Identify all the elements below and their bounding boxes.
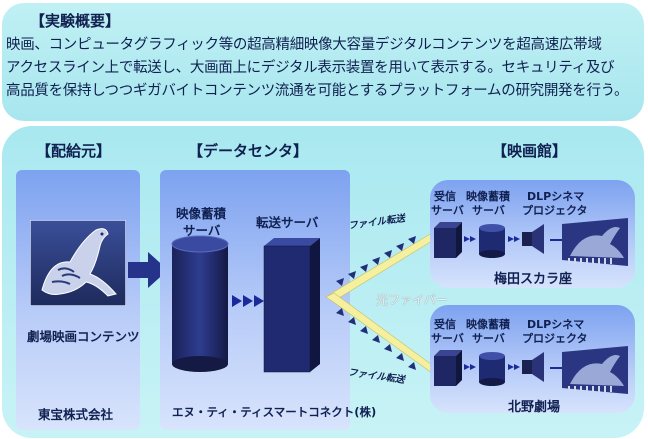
store-label-2b: サーバ (472, 332, 505, 345)
store-label-1b: 映像蓄積 (466, 318, 510, 331)
proj-label-2: プロジェクタ (522, 204, 588, 217)
dinosaur-poster-image (30, 220, 126, 306)
overview-line-3: 高品質を保持しつつギガバイトコンテンツ流通を可能とするプラットフォームの研究開発… (6, 83, 629, 99)
overview-panel (2, 3, 644, 121)
transfer-server-label: 転送サーバ (256, 215, 319, 230)
recv-label-2: サーバ (431, 204, 464, 217)
content-label: 劇場映画コンテンツ (27, 329, 140, 344)
recv-label-1b: 受信 (434, 318, 456, 331)
optical-fiber-link (325, 232, 433, 374)
recv-label-1: 受信 (434, 190, 456, 203)
transfer-server-box (263, 238, 320, 373)
datacenter-heading: 【データセンタ】 (188, 142, 309, 160)
store-label-2: サーバ (472, 204, 505, 217)
overview-heading: 【実験概要】 (30, 12, 121, 30)
transfer-arrows-icon (232, 295, 264, 307)
theater-kitano-devices (434, 346, 628, 394)
venue-kitano: 北野劇場 (508, 400, 561, 415)
overview-line-1: 映画、コンピュータグラフィック等の超高精細映像大容量デジタルコンテンツを超高速広… (6, 37, 602, 53)
storage-server-cylinder (171, 235, 229, 372)
proj-label-1b: DLPシネマ (527, 318, 585, 331)
overview-text: 映画、コンピュータグラフィック等の超高精細映像大容量デジタルコンテンツを超高速広… (6, 34, 642, 103)
storage-server-label-1: 映像蓄積 (176, 206, 227, 221)
proj-label-2b: プロジェクタ (522, 332, 588, 345)
datacenter-company: エヌ・ティ・ティスマートコネクト(株) (172, 405, 377, 419)
recv-label-2b: サーバ (431, 332, 464, 345)
distribute-arrow-icon (128, 252, 168, 288)
theater-heading: 【映画館】 (492, 142, 568, 160)
store-label-1: 映像蓄積 (466, 190, 510, 203)
fiber-label: 光ファイバー (376, 293, 448, 307)
storage-server-label-2: サーバ (183, 223, 221, 238)
proj-label-1: DLPシネマ (527, 190, 585, 203)
theater-umeda-devices (434, 218, 628, 266)
venue-umeda: 梅田スカラ座 (494, 272, 573, 287)
distributor-heading: 【配給元】 (36, 142, 112, 160)
distributor-company: 東宝株式会社 (38, 407, 114, 422)
overview-line-2: アクセスライン上で転送し、大画面上にデジタル表示装置を用いて表示する。セキュリテ… (6, 60, 615, 76)
